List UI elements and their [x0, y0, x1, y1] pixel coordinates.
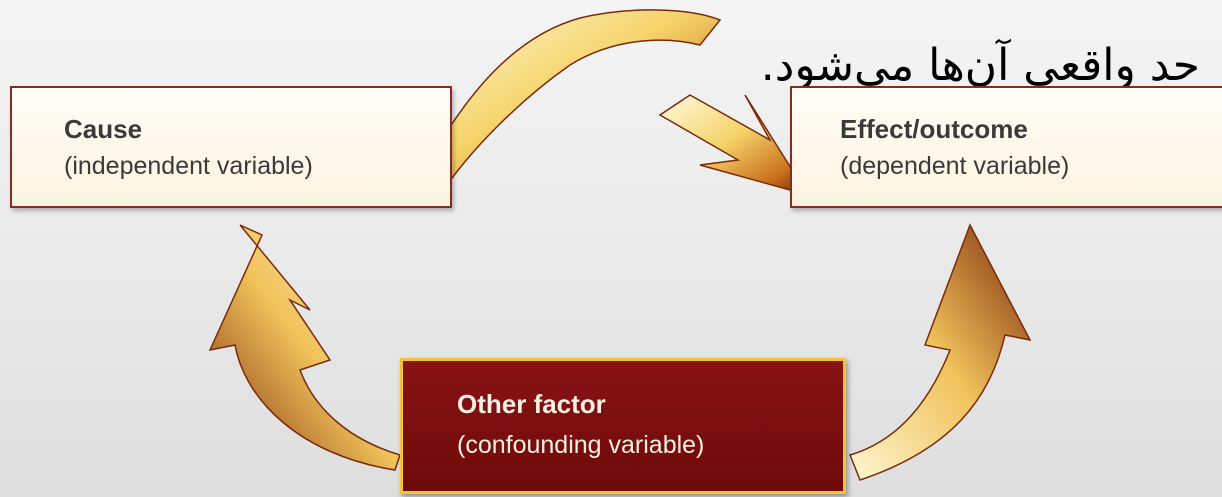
cause-title: Cause — [64, 114, 143, 144]
confounder-title: Other factor — [457, 389, 606, 419]
cause-subtitle: (independent variable) — [64, 152, 313, 180]
overlay-text: حد واقعی آن‌ها می‌شود. — [760, 40, 1200, 91]
cause-box: Cause (independent variable) — [10, 86, 452, 208]
arrow-cause-to-effect-icon — [408, 9, 810, 197]
effect-box: Effect/outcome (dependent variable) — [790, 86, 1222, 208]
confounder-box: Other factor (confounding variable) — [400, 358, 846, 494]
effect-subtitle: (dependent variable) — [840, 152, 1070, 180]
arrow-confounder-to-cause-icon — [208, 224, 401, 471]
effect-title: Effect/outcome — [840, 114, 1028, 144]
arrow-confounder-to-effect-icon — [848, 223, 1032, 481]
confounder-subtitle: (confounding variable) — [457, 431, 705, 459]
